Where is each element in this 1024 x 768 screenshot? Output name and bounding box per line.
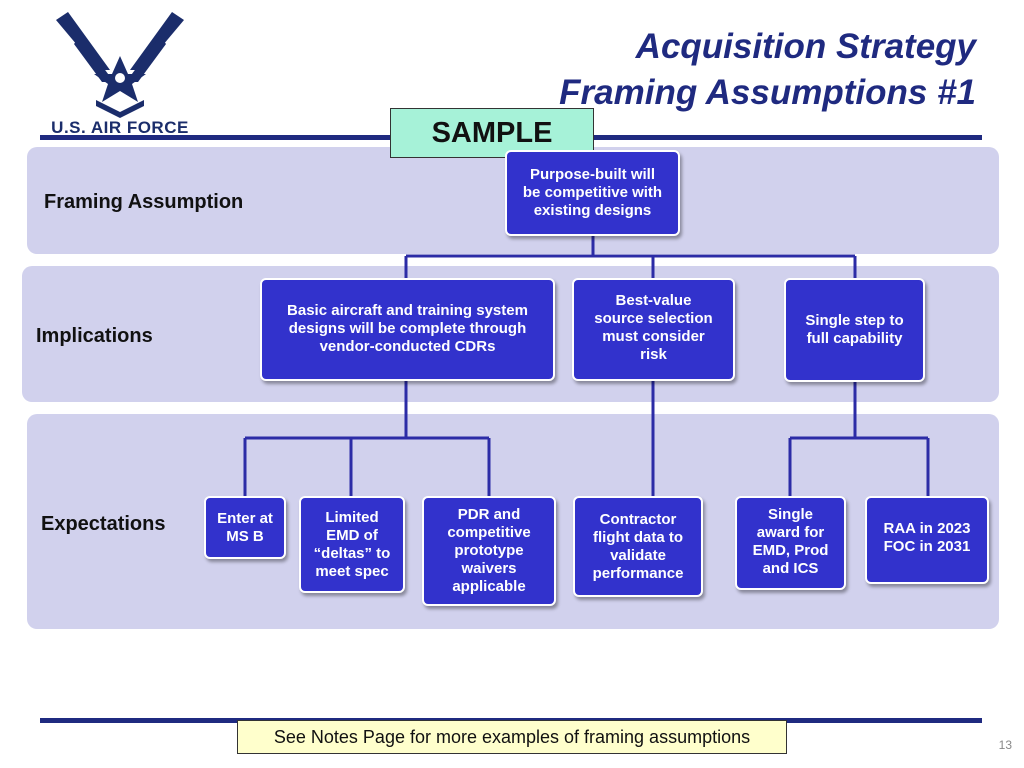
title-line-2: Framing Assumptions #1 — [559, 73, 976, 112]
expectation-box-single-award: Single award for EMD, Prod and ICS — [735, 496, 846, 590]
sample-stamp: SAMPLE — [390, 108, 594, 158]
notes-callout: See Notes Page for more examples of fram… — [237, 720, 787, 754]
framing-assumption-label: Framing Assumption — [44, 191, 244, 213]
slide-title: Acquisition Strategy Framing Assumptions… — [559, 24, 976, 116]
expectation-box-pdr-waivers: PDR and competitive prototype waivers ap… — [422, 496, 556, 606]
title-line-1: Acquisition Strategy — [635, 27, 976, 66]
implication-box-source-selection: Best-value source selection must conside… — [572, 278, 735, 381]
expectation-box-raa-foc: RAA in 2023 FOC in 2031 — [865, 496, 989, 584]
page-number: 13 — [998, 738, 1012, 752]
expectations-label: Expectations — [41, 513, 166, 535]
logo-text: U.S. AIR FORCE — [51, 118, 189, 137]
expectation-box-enter-ms-b: Enter at MS B — [204, 496, 286, 559]
air-force-logo: U.S. AIR FORCE — [40, 8, 200, 138]
framing-assumption-box: Purpose-built will be competitive with e… — [505, 150, 680, 236]
implications-label: Implications — [36, 325, 153, 347]
expectation-box-flight-data: Contractor flight data to validate perfo… — [573, 496, 703, 597]
air-force-wings-icon — [56, 12, 184, 118]
implication-box-cdr: Basic aircraft and training system desig… — [260, 278, 555, 381]
expectation-box-limited-emd: Limited EMD of “deltas” to meet spec — [299, 496, 405, 593]
implication-box-single-step: Single step to full capability — [784, 278, 925, 382]
